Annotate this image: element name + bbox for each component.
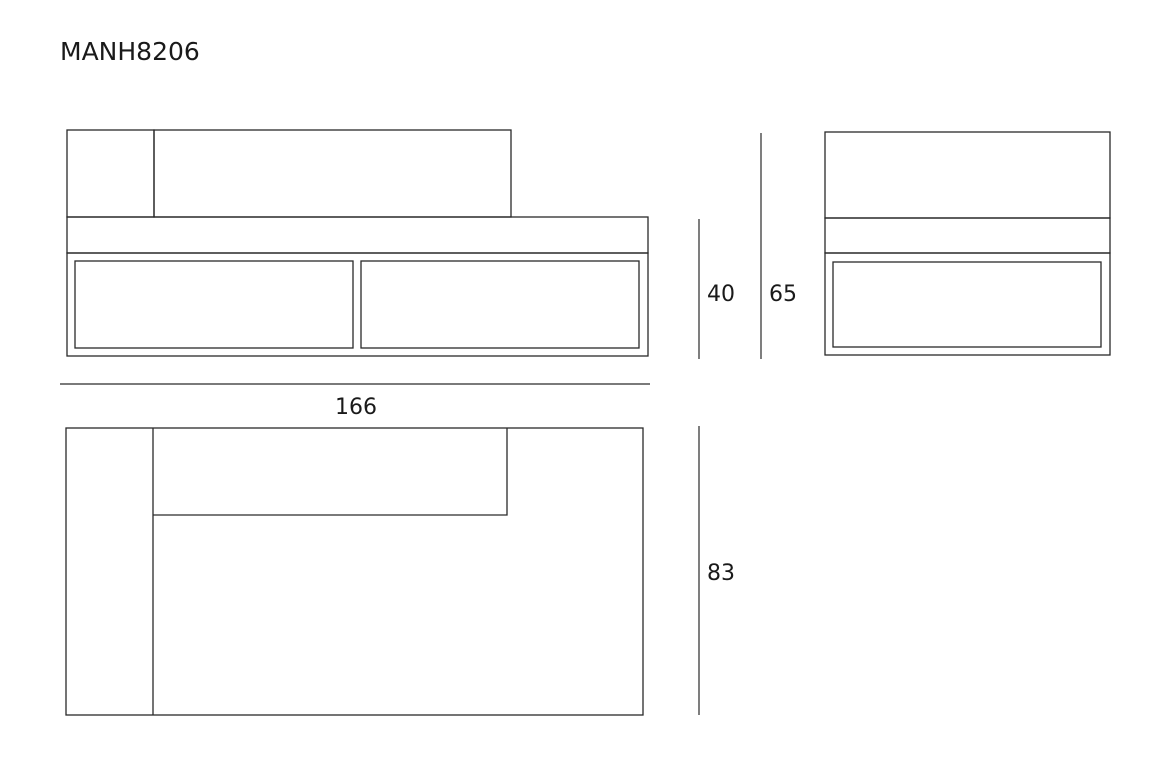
total-height-dimension-label: 65 bbox=[769, 282, 797, 307]
top-outline bbox=[65, 427, 644, 716]
depth-dimension-label: 83 bbox=[707, 561, 735, 586]
front-backrest bbox=[153, 129, 512, 218]
top-backrest-outline bbox=[153, 428, 508, 516]
top-view bbox=[65, 427, 644, 716]
side-view bbox=[824, 131, 1111, 356]
front-base bbox=[66, 252, 649, 357]
front-drawer-left bbox=[74, 260, 354, 349]
front-drawer-right bbox=[360, 260, 640, 349]
width-dimension-label: 166 bbox=[335, 395, 377, 420]
front-view bbox=[66, 129, 649, 357]
side-seat-cushion bbox=[824, 217, 1111, 254]
front-armrest bbox=[66, 129, 155, 218]
side-base bbox=[824, 252, 1111, 356]
side-drawer bbox=[832, 261, 1102, 348]
seat-height-dimension-label: 40 bbox=[707, 282, 735, 307]
front-seat-cushion bbox=[66, 216, 649, 254]
product-code: MANH8206 bbox=[60, 37, 200, 66]
side-backrest bbox=[824, 131, 1111, 219]
